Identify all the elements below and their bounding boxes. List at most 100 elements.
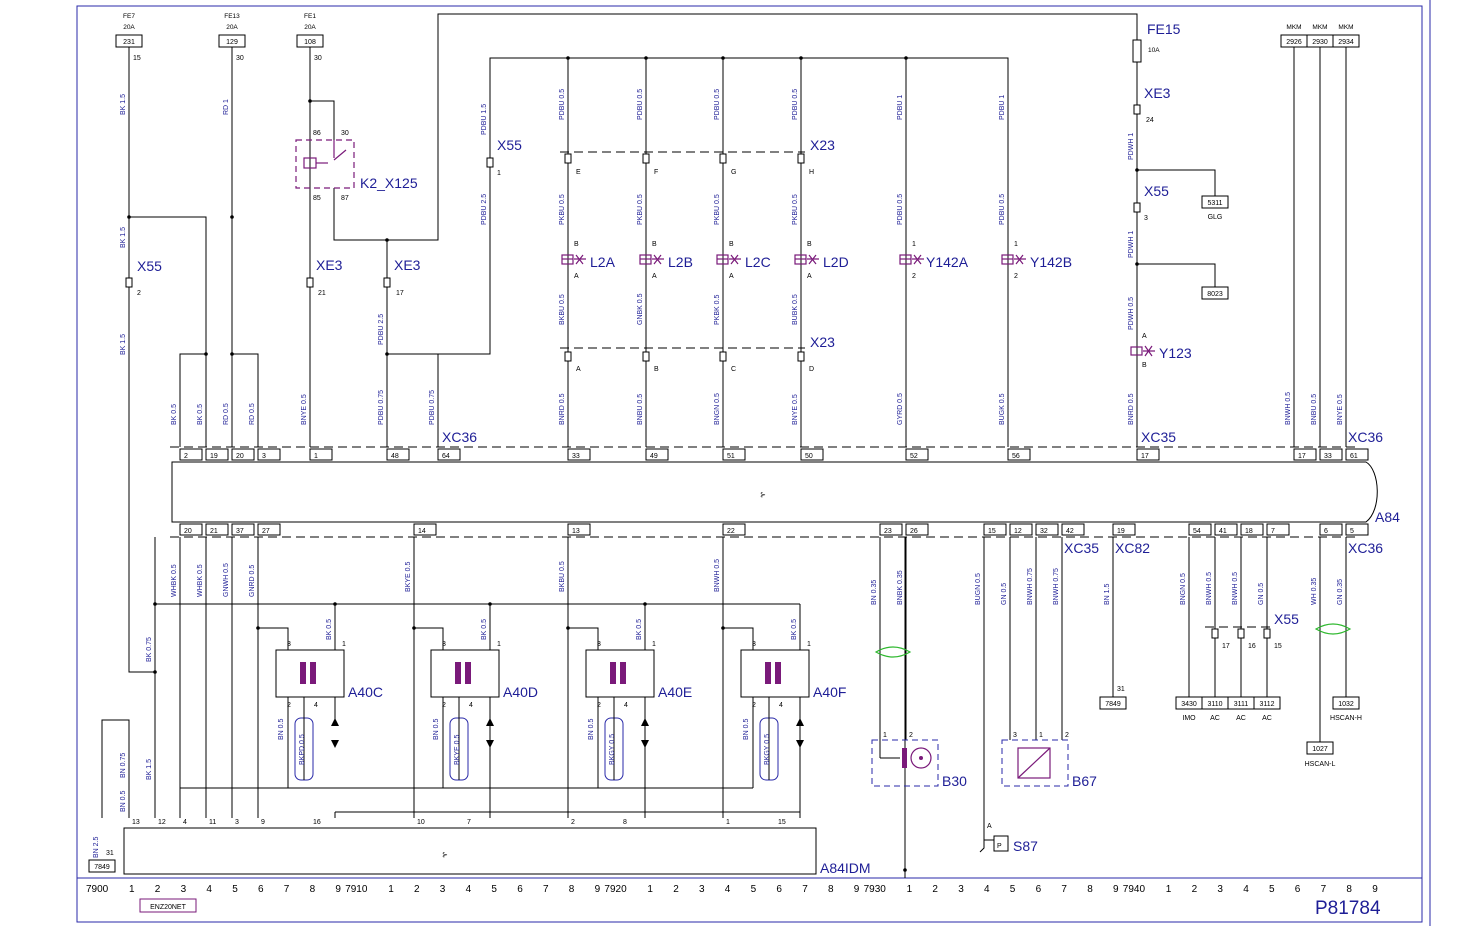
wire-label-gyrd05: GYRD 0.5	[897, 393, 904, 425]
xc-top-pin-box	[1293, 448, 1317, 461]
connector-x55-mid: X55 1	[486, 137, 522, 177]
sensor-b67: 3 1 2 B67	[1001, 732, 1097, 789]
wire-label-bnye05: BNYE 0.5	[301, 394, 308, 425]
grid-digit: 8	[310, 884, 316, 895]
wire-label-bk15c: BK 1.5	[120, 334, 127, 355]
xc-top-pin: 33	[572, 453, 580, 460]
grid-digit: 2	[414, 884, 420, 895]
xc-top-pin-box	[179, 448, 203, 461]
svg-text:A: A	[729, 273, 734, 280]
svg-text:BKYE 0.5: BKYE 0.5	[454, 735, 461, 765]
svg-text:MKM: MKM	[1338, 24, 1353, 31]
xc-top-pin-box	[309, 448, 333, 461]
grid-digit: 5	[1010, 884, 1016, 895]
svg-text:L2C: L2C	[745, 254, 771, 270]
svg-text:B30: B30	[942, 773, 967, 789]
connector-xe3-b: XE3 17	[383, 257, 421, 297]
wire-label-pdbu25: PDBU 2.5	[378, 314, 385, 345]
svg-text:BNBK 0.35: BNBK 0.35	[897, 570, 904, 605]
connector-xe3-a: XE3 21	[306, 257, 343, 297]
svg-text:AC: AC	[1262, 715, 1272, 722]
svg-text:X55: X55	[497, 137, 522, 153]
valve-l2b: BA L2B	[639, 241, 693, 280]
sensor-b30: 1 2 B30	[871, 732, 967, 789]
svg-text:2: 2	[137, 290, 141, 297]
svg-text:2: 2	[442, 702, 446, 709]
xc-bottom-pin: 41	[1219, 528, 1227, 535]
svg-text:XC35: XC35	[1064, 540, 1099, 556]
svg-text:MKM: MKM	[1286, 24, 1301, 31]
svg-text:BK 0.5: BK 0.5	[791, 619, 798, 640]
svg-text:BNWH 0.75: BNWH 0.75	[1053, 568, 1060, 605]
wire-label-bugk05: BUGK 0.5	[999, 393, 1006, 425]
grid-digit: 3	[699, 884, 705, 895]
svg-text:1: 1	[1014, 241, 1018, 248]
grid-group-label: 7910	[345, 884, 368, 895]
svg-text:S87: S87	[1013, 838, 1038, 854]
svg-text:X55: X55	[1144, 183, 1169, 199]
svg-text:BN 0.35: BN 0.35	[871, 580, 878, 605]
xc-bottom-pin: 32	[1040, 528, 1048, 535]
xc-top-pin-box	[905, 448, 929, 461]
grid-digit: 2	[932, 884, 938, 895]
svg-text:1: 1	[912, 241, 916, 248]
svg-text:1: 1	[807, 641, 811, 648]
grid-group-label: 7940	[1123, 884, 1146, 895]
xc-bottom-pin-box	[413, 523, 437, 536]
svg-text:BN 0.5: BN 0.5	[278, 718, 285, 740]
xc-top-pin: 3	[262, 453, 266, 460]
module-a84: ⊱ A84	[171, 461, 1400, 525]
wire-label-pdbu05-e: PDBU 0.5	[897, 194, 904, 225]
xc-bottom-pin-box	[879, 523, 903, 536]
svg-text:10A: 10A	[1148, 47, 1160, 54]
left-wires	[127, 13, 1138, 673]
xc-top-pin-box	[1136, 448, 1160, 461]
svg-text:87: 87	[341, 195, 349, 202]
wire-label-pkbu05-c: PKBU 0.5	[714, 194, 721, 225]
valve-wires	[560, 56, 908, 447]
svg-text:PDWH 0.5: PDWH 0.5	[1128, 297, 1135, 330]
svg-text:XE3: XE3	[316, 257, 343, 273]
svg-text:BKPD 0.5: BKPD 0.5	[299, 734, 306, 765]
grid-digit: 7	[1061, 884, 1067, 895]
svg-text:15: 15	[133, 55, 141, 62]
svg-text:2: 2	[909, 732, 913, 739]
xc-top-pin: 33	[1324, 453, 1332, 460]
grid-digit: 7	[284, 884, 290, 895]
svg-text:L2D: L2D	[823, 254, 849, 270]
svg-text:BN 0.5: BN 0.5	[588, 718, 595, 740]
svg-text:BK 1.5: BK 1.5	[146, 759, 153, 780]
svg-text:A84: A84	[1375, 509, 1400, 525]
grid-group-label: 7930	[864, 884, 887, 895]
svg-text:3430: 3430	[1181, 701, 1197, 708]
grid-digit: 9	[1113, 884, 1119, 895]
svg-text:E: E	[576, 169, 581, 176]
grid-digit: 1	[388, 884, 394, 895]
svg-text:GN 0.5: GN 0.5	[1001, 583, 1008, 605]
grid-digit: 1	[647, 884, 653, 895]
grid-digit: 6	[1036, 884, 1042, 895]
svg-text:BNGN 0.5: BNGN 0.5	[1180, 573, 1187, 605]
grid-digit: 4	[984, 884, 990, 895]
grid-digit: 2	[673, 884, 679, 895]
fuse-fe7: FE7 20A 231 15	[115, 13, 143, 62]
grid-group-label: 7900	[86, 884, 109, 895]
grid-digit: 4	[206, 884, 212, 895]
grid-digit: 9	[335, 884, 341, 895]
svg-text:A40D: A40D	[503, 684, 538, 700]
svg-text:BN 0.5: BN 0.5	[120, 790, 127, 812]
svg-text:15: 15	[1274, 643, 1282, 650]
svg-text:86: 86	[313, 130, 321, 137]
svg-text:B67: B67	[1072, 773, 1097, 789]
svg-text:XE3: XE3	[1144, 85, 1171, 101]
svg-text:1: 1	[883, 732, 887, 739]
xc-top-pin-box	[645, 448, 669, 461]
wire-label-pkbu05-a: PKBU 0.5	[559, 194, 566, 225]
connector-x55-left: X55 2	[125, 258, 162, 297]
grid-digit: 3	[958, 884, 964, 895]
svg-text:1: 1	[342, 641, 346, 648]
